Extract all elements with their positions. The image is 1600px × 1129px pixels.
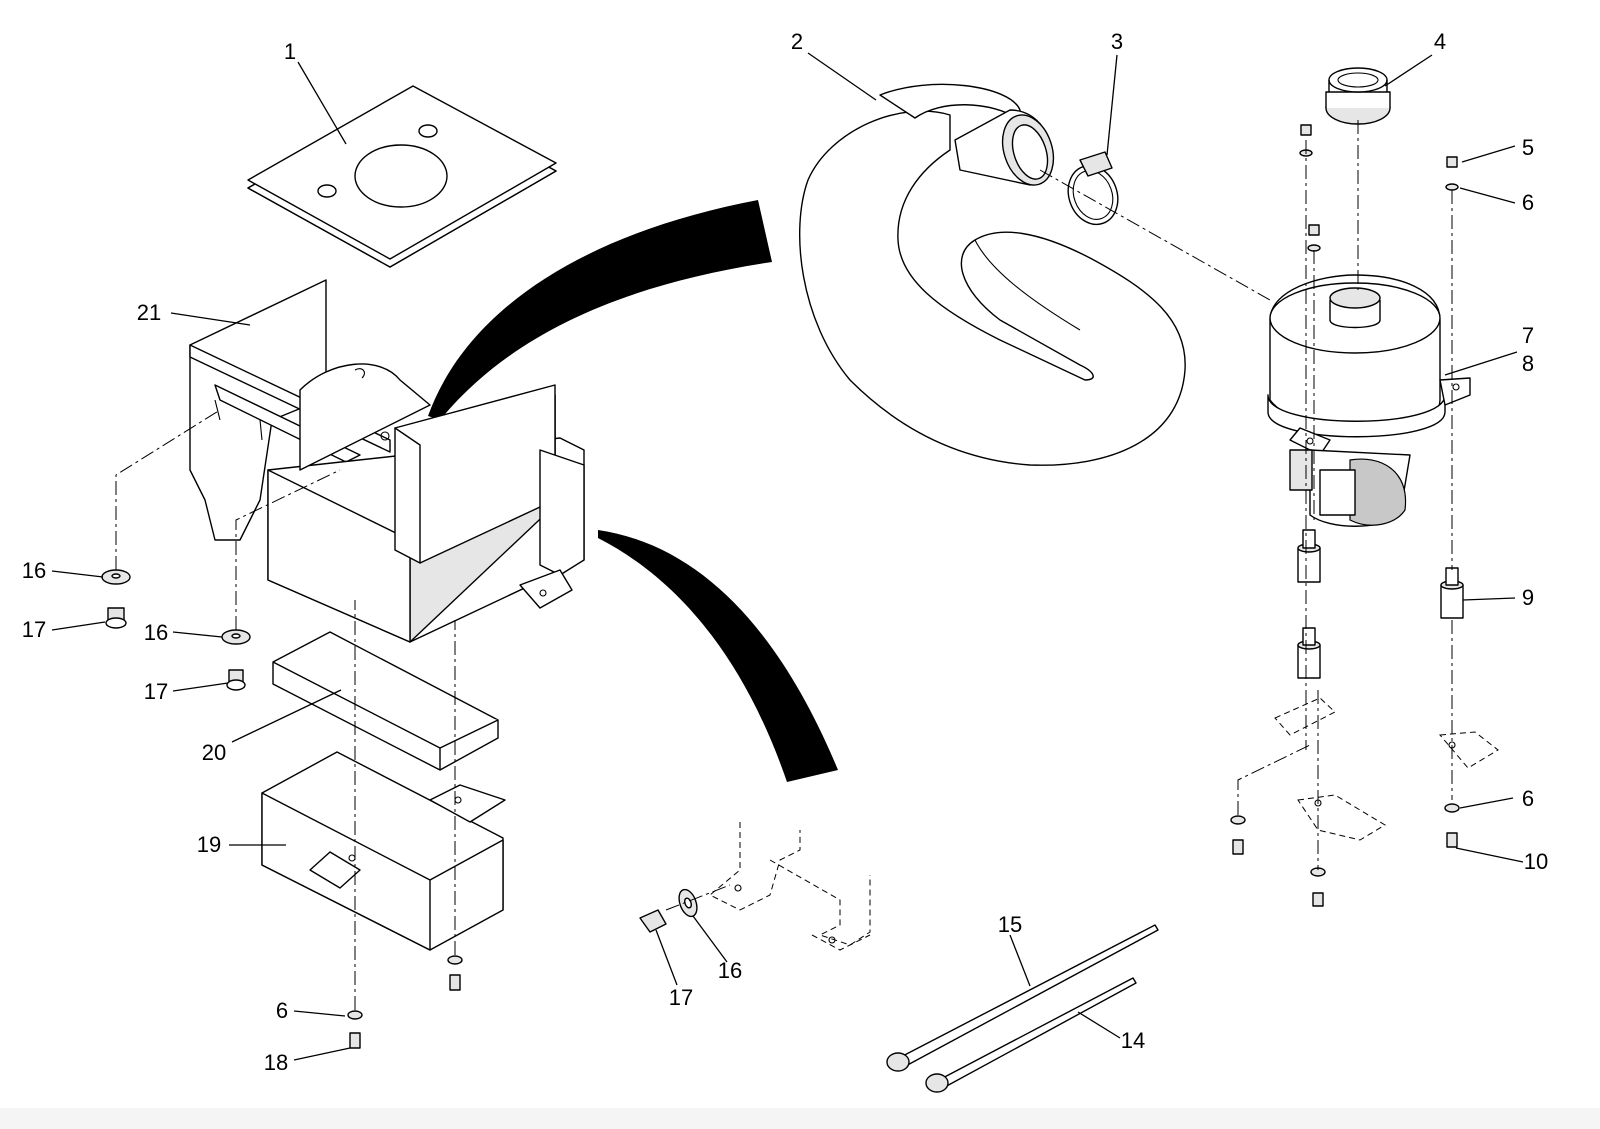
callout-19: 19: [197, 832, 221, 857]
footer-band: [0, 1108, 1600, 1129]
gasket-plate: [247, 85, 557, 268]
leader-lines: [51, 52, 1524, 1061]
right-centerlines: [1039, 120, 1499, 870]
callout-16-left: 16: [22, 558, 46, 583]
callout-16-mid: 16: [144, 620, 168, 645]
callout-6-bottom: 6: [276, 998, 288, 1023]
vacuum-motor: [1267, 274, 1471, 527]
grommet: [1325, 67, 1391, 125]
callout-16-bottom: 16: [718, 958, 742, 983]
hose-clamp: [1067, 151, 1119, 226]
callout-labels: 1 2 3 4 5 6 7 8 9 6 10 21 16 17 16 17 20…: [22, 29, 1548, 1075]
callout-7: 7: [1522, 323, 1534, 348]
callout-17-bottom: 17: [669, 985, 693, 1010]
callout-10: 10: [1524, 849, 1548, 874]
callout-15: 15: [998, 912, 1022, 937]
callout-6-right-lower: 6: [1522, 786, 1534, 811]
left-centerlines: [115, 409, 456, 1010]
callout-14: 14: [1121, 1028, 1145, 1053]
transition-arrow-lower: [598, 530, 838, 782]
callout-1: 1: [284, 39, 296, 64]
cable-ties: [886, 924, 1159, 1093]
lower-bracket-detail: [639, 822, 871, 951]
callout-5: 5: [1522, 135, 1534, 160]
filter-tray: [261, 751, 506, 951]
callout-21: 21: [137, 300, 161, 325]
right-fastener-set: [1230, 124, 1464, 907]
motor-housing-box: [267, 363, 585, 643]
left-fastener-set: [101, 569, 463, 1049]
callout-2: 2: [791, 29, 803, 54]
suction-hose: [799, 83, 1186, 466]
callout-6-upper: 6: [1522, 190, 1534, 215]
callout-18: 18: [264, 1050, 288, 1075]
callout-8: 8: [1522, 351, 1534, 376]
callout-3: 3: [1111, 29, 1123, 54]
callout-4: 4: [1434, 29, 1446, 54]
callout-9: 9: [1522, 585, 1534, 610]
callout-17-mid: 17: [144, 679, 168, 704]
callout-17-left: 17: [22, 617, 46, 642]
transition-arrow-upper: [428, 200, 772, 420]
filter-pad: [272, 631, 499, 771]
callout-20: 20: [202, 740, 226, 765]
